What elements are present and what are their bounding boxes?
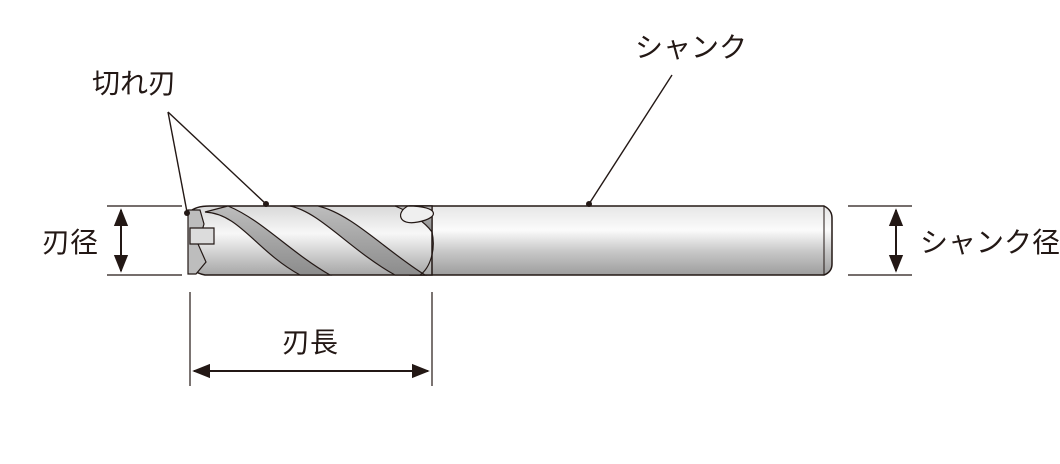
- label-cutting-diameter: 刃径: [42, 226, 98, 259]
- flute-runout-curve: [400, 205, 435, 224]
- leader-dots: [184, 201, 592, 216]
- flute-groove-2: [289, 205, 428, 276]
- label-shank-diameter: シャンク径: [920, 226, 1060, 259]
- cutting-tooth-upper: [189, 227, 215, 245]
- label-shank: シャンク: [635, 31, 747, 64]
- shank-body: [409, 205, 833, 276]
- shank-leader: [588, 74, 673, 205]
- cutting-edge-leader-1: [167, 111, 188, 213]
- cutting-edge-dot-1: [184, 210, 190, 216]
- cutting-edge-dot-2: [263, 201, 269, 207]
- shank-dot: [586, 201, 592, 207]
- cutting-edge-leader-2: [167, 111, 267, 205]
- dimension-arrows: [113, 208, 904, 379]
- end-mill-tool: [187, 205, 833, 276]
- flute-groove-1: [204, 205, 333, 276]
- leader-lines: [167, 74, 673, 213]
- extension-lines: [107, 205, 912, 386]
- label-cutting-edge: 切れ刃: [92, 67, 176, 100]
- label-flute-length: 刃長: [282, 326, 338, 359]
- flute-end-curve: [419, 231, 434, 276]
